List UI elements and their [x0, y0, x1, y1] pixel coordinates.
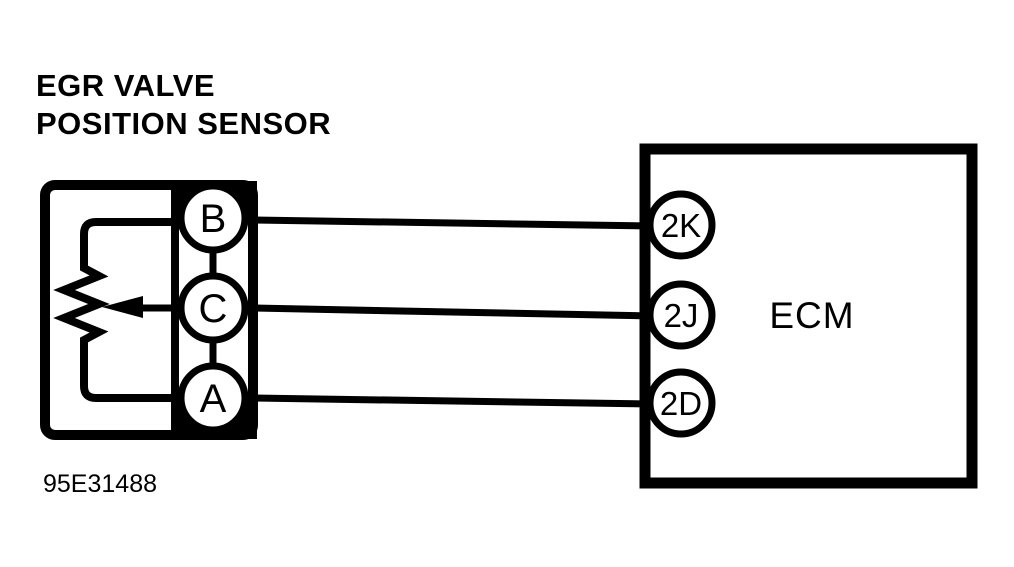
ecm-pin-2j-label: 2J — [664, 297, 699, 334]
sensor-pin-b-circle — [177, 182, 249, 254]
potentiometer-resistor-icon — [53, 218, 182, 402]
ecm-pin-2j-circle — [646, 280, 716, 350]
ecm-box — [639, 143, 978, 489]
ecm-pin-2d-circle — [646, 368, 716, 438]
wiper-arrow-icon — [102, 296, 143, 318]
diagram-title-line1: EGR VALVE — [36, 68, 215, 103]
wire-b-to-2k — [252, 216, 653, 230]
ecm-pin-2k-label: 2K — [661, 207, 701, 244]
ecm-pin-2k-circle — [646, 190, 716, 260]
wire-c-to-2j — [252, 304, 653, 320]
ecm-label: ECM — [769, 295, 854, 336]
sensor-pin-c-circle — [177, 272, 249, 344]
diagram-title-line2: POSITION SENSOR — [36, 106, 331, 141]
figure-number: 95E31488 — [43, 470, 157, 498]
sensor-pin-a-label: A — [200, 377, 227, 421]
ecm-pin-2d-label: 2D — [660, 385, 702, 422]
wire-a-to-2d — [252, 394, 653, 408]
sensor-pin-c-label: C — [199, 287, 228, 331]
sensor-pin-a-circle — [177, 362, 249, 434]
sensor-pin-b-label: B — [200, 197, 227, 241]
